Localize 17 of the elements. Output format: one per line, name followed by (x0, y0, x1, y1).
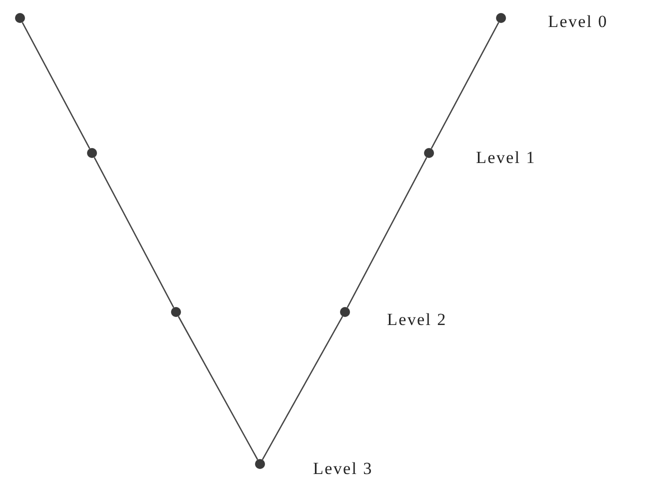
point-marker (255, 459, 265, 469)
level-label: Level 0 (548, 12, 608, 32)
connector-line (262, 316, 344, 460)
point-marker (424, 148, 434, 158)
point-marker (171, 307, 181, 317)
connector-line (178, 316, 258, 460)
level-label: Level 3 (313, 459, 373, 479)
point-marker (15, 13, 25, 23)
connector-line (22, 22, 90, 149)
connector-line (430, 22, 500, 149)
point-marker (340, 307, 350, 317)
level-label: Level 2 (387, 310, 447, 330)
connector-line (346, 157, 428, 308)
point-marker (87, 148, 97, 158)
connector-line (94, 157, 174, 308)
point-marker (496, 13, 506, 23)
level-label: Level 1 (476, 148, 536, 168)
